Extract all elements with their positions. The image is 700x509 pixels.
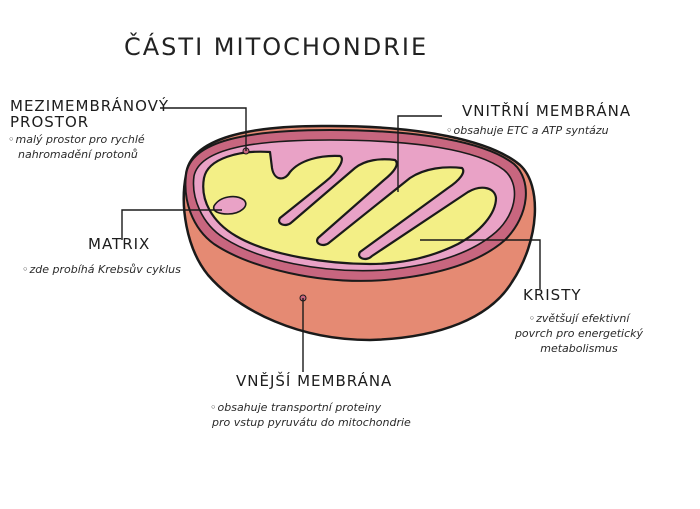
label-cristae: KRISTY	[523, 286, 582, 304]
label-intermembrane-line1: MEZIMEMBRÁNOVÝ	[10, 97, 170, 115]
matrix-shape	[202, 150, 498, 266]
note-outer-membrane: obsahuje transportní proteiny pro vstup …	[210, 400, 411, 430]
note-cristae-line2: povrch pro energetický	[514, 327, 644, 340]
note-matrix: zde probíhá Krebsův cyklus	[22, 262, 181, 277]
label-intermembrane: MEZIMEMBRÁNOVÝ PROSTOR	[10, 98, 169, 130]
label-intermembrane-line2: PROSTOR	[10, 113, 90, 131]
leader-cristae	[420, 239, 541, 289]
note-cristae: zvětšují efektivní povrch pro energetick…	[504, 311, 654, 356]
note-intermembrane: malý prostor pro rychlé nahromadění prot…	[8, 132, 145, 162]
note-cristae-line3: metabolismus	[540, 342, 618, 355]
label-inner-membrane: VNITŘNÍ MEMBRÁNA	[462, 102, 632, 120]
note-outer-membrane-line2: pro vstup pyruvátu do mitochondrie	[212, 416, 411, 429]
leader-intermembrane	[160, 107, 247, 151]
note-intermembrane-line2: nahromadění protonů	[18, 148, 138, 161]
leader-lines	[121, 107, 541, 372]
note-intermembrane-line1: malý prostor pro rychlé	[8, 132, 145, 147]
label-matrix: MATRIX	[88, 235, 151, 253]
note-outer-membrane-line1: obsahuje transportní proteiny	[210, 400, 411, 415]
leader-inner-membrane	[397, 115, 442, 192]
page-title: ČÁSTI MITOCHONDRIE	[124, 33, 429, 61]
label-outer-membrane: VNĚJŠÍ MEMBRÁNA	[236, 372, 393, 390]
note-cristae-line1: zvětšují efektivní	[504, 311, 654, 326]
note-inner-membrane: obsahuje ETC a ATP syntázu	[446, 123, 609, 138]
leader-matrix	[121, 209, 222, 240]
